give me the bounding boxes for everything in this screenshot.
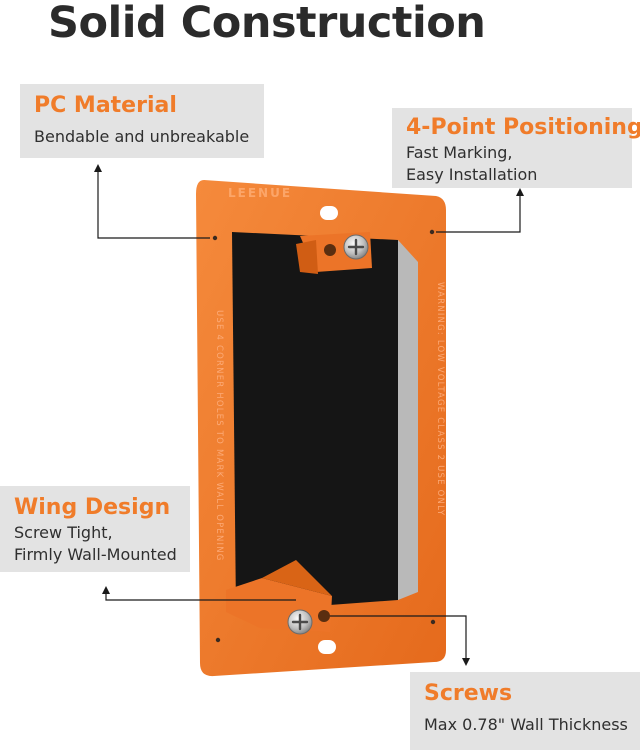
corner-hole-top-left	[212, 235, 218, 241]
callout-wing-design: Wing Design Screw Tight, Firmly Wall-Mou…	[0, 486, 190, 572]
callout-text: Screw Tight,	[14, 523, 113, 542]
leader-screws	[330, 615, 467, 660]
top-screw	[343, 234, 369, 260]
arrow-wing-design	[102, 586, 110, 594]
callout-text: Easy Installation	[406, 165, 538, 184]
callout-heading: Wing Design	[14, 495, 171, 520]
arrow-screws	[462, 658, 470, 666]
callout-text: Bendable and unbreakable	[34, 127, 250, 146]
callout-pc-material: PC Material Bendable and unbreakable	[20, 84, 264, 158]
opening-inner-wall	[398, 240, 418, 600]
leader-lines	[97, 170, 521, 660]
bottom-screw	[287, 609, 313, 635]
arrow-pc-material	[94, 164, 102, 172]
page-title: Solid Construction	[48, 0, 486, 48]
callout-text: Fast Marking,	[406, 143, 513, 162]
corner-hole-bottom-right	[430, 619, 436, 625]
top-mount-slot	[320, 206, 338, 220]
bottom-mount-slot	[318, 640, 336, 654]
leader-four-point	[436, 194, 521, 233]
brand-emboss: LEENUE	[228, 186, 292, 200]
callout-heading: Screws	[424, 681, 513, 706]
callout-text: Firmly Wall-Mounted	[14, 545, 177, 564]
plate-text-right: WARNING: LOW VOLTAGE CLASS 2 USE ONLY	[435, 282, 445, 516]
corner-hole-top-right	[429, 229, 435, 235]
plate-opening	[232, 232, 398, 612]
callout-four-point-positioning: 4-Point Positioning Fast Marking, Easy I…	[392, 108, 640, 188]
corner-hole-bottom-left	[215, 637, 221, 643]
callout-text: Max 0.78" Wall Thickness	[424, 715, 628, 734]
leader-wing-design	[105, 592, 296, 601]
callout-heading: 4-Point Positioning	[406, 115, 640, 140]
callout-heading: PC Material	[34, 93, 177, 118]
plate-text-left: USE 4 CORNER HOLES TO MARK WALL OPENING	[214, 310, 224, 562]
callout-screws: Screws Max 0.78" Wall Thickness	[410, 672, 640, 750]
leader-pc-material	[97, 170, 210, 239]
arrow-four-point	[516, 188, 524, 196]
